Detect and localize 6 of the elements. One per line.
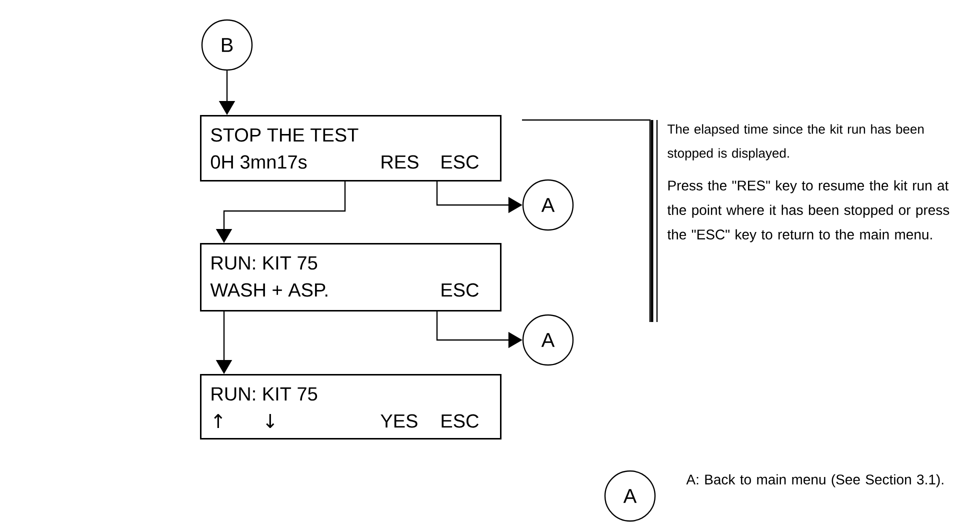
description-text: The elapsed time since the kit run has been stopped is displayed. (668, 124, 924, 160)
note-text: A: Back to main menu (See Section 3.1). (686, 474, 944, 488)
description-text: Press the "RES" key to resume the kit run at the point where it has been stopped or press the "ESC" key to return to the main menu. (667, 180, 950, 242)
display-screen: RUN: KIT 75 WASH + ASP. ESC (200, 243, 502, 312)
display-screen: RUN: KIT 75 ↑ ↓ YES ESC (200, 374, 502, 440)
display-screen: STOP THE TEST 0H 3mn17s RES ESC (200, 115, 502, 182)
